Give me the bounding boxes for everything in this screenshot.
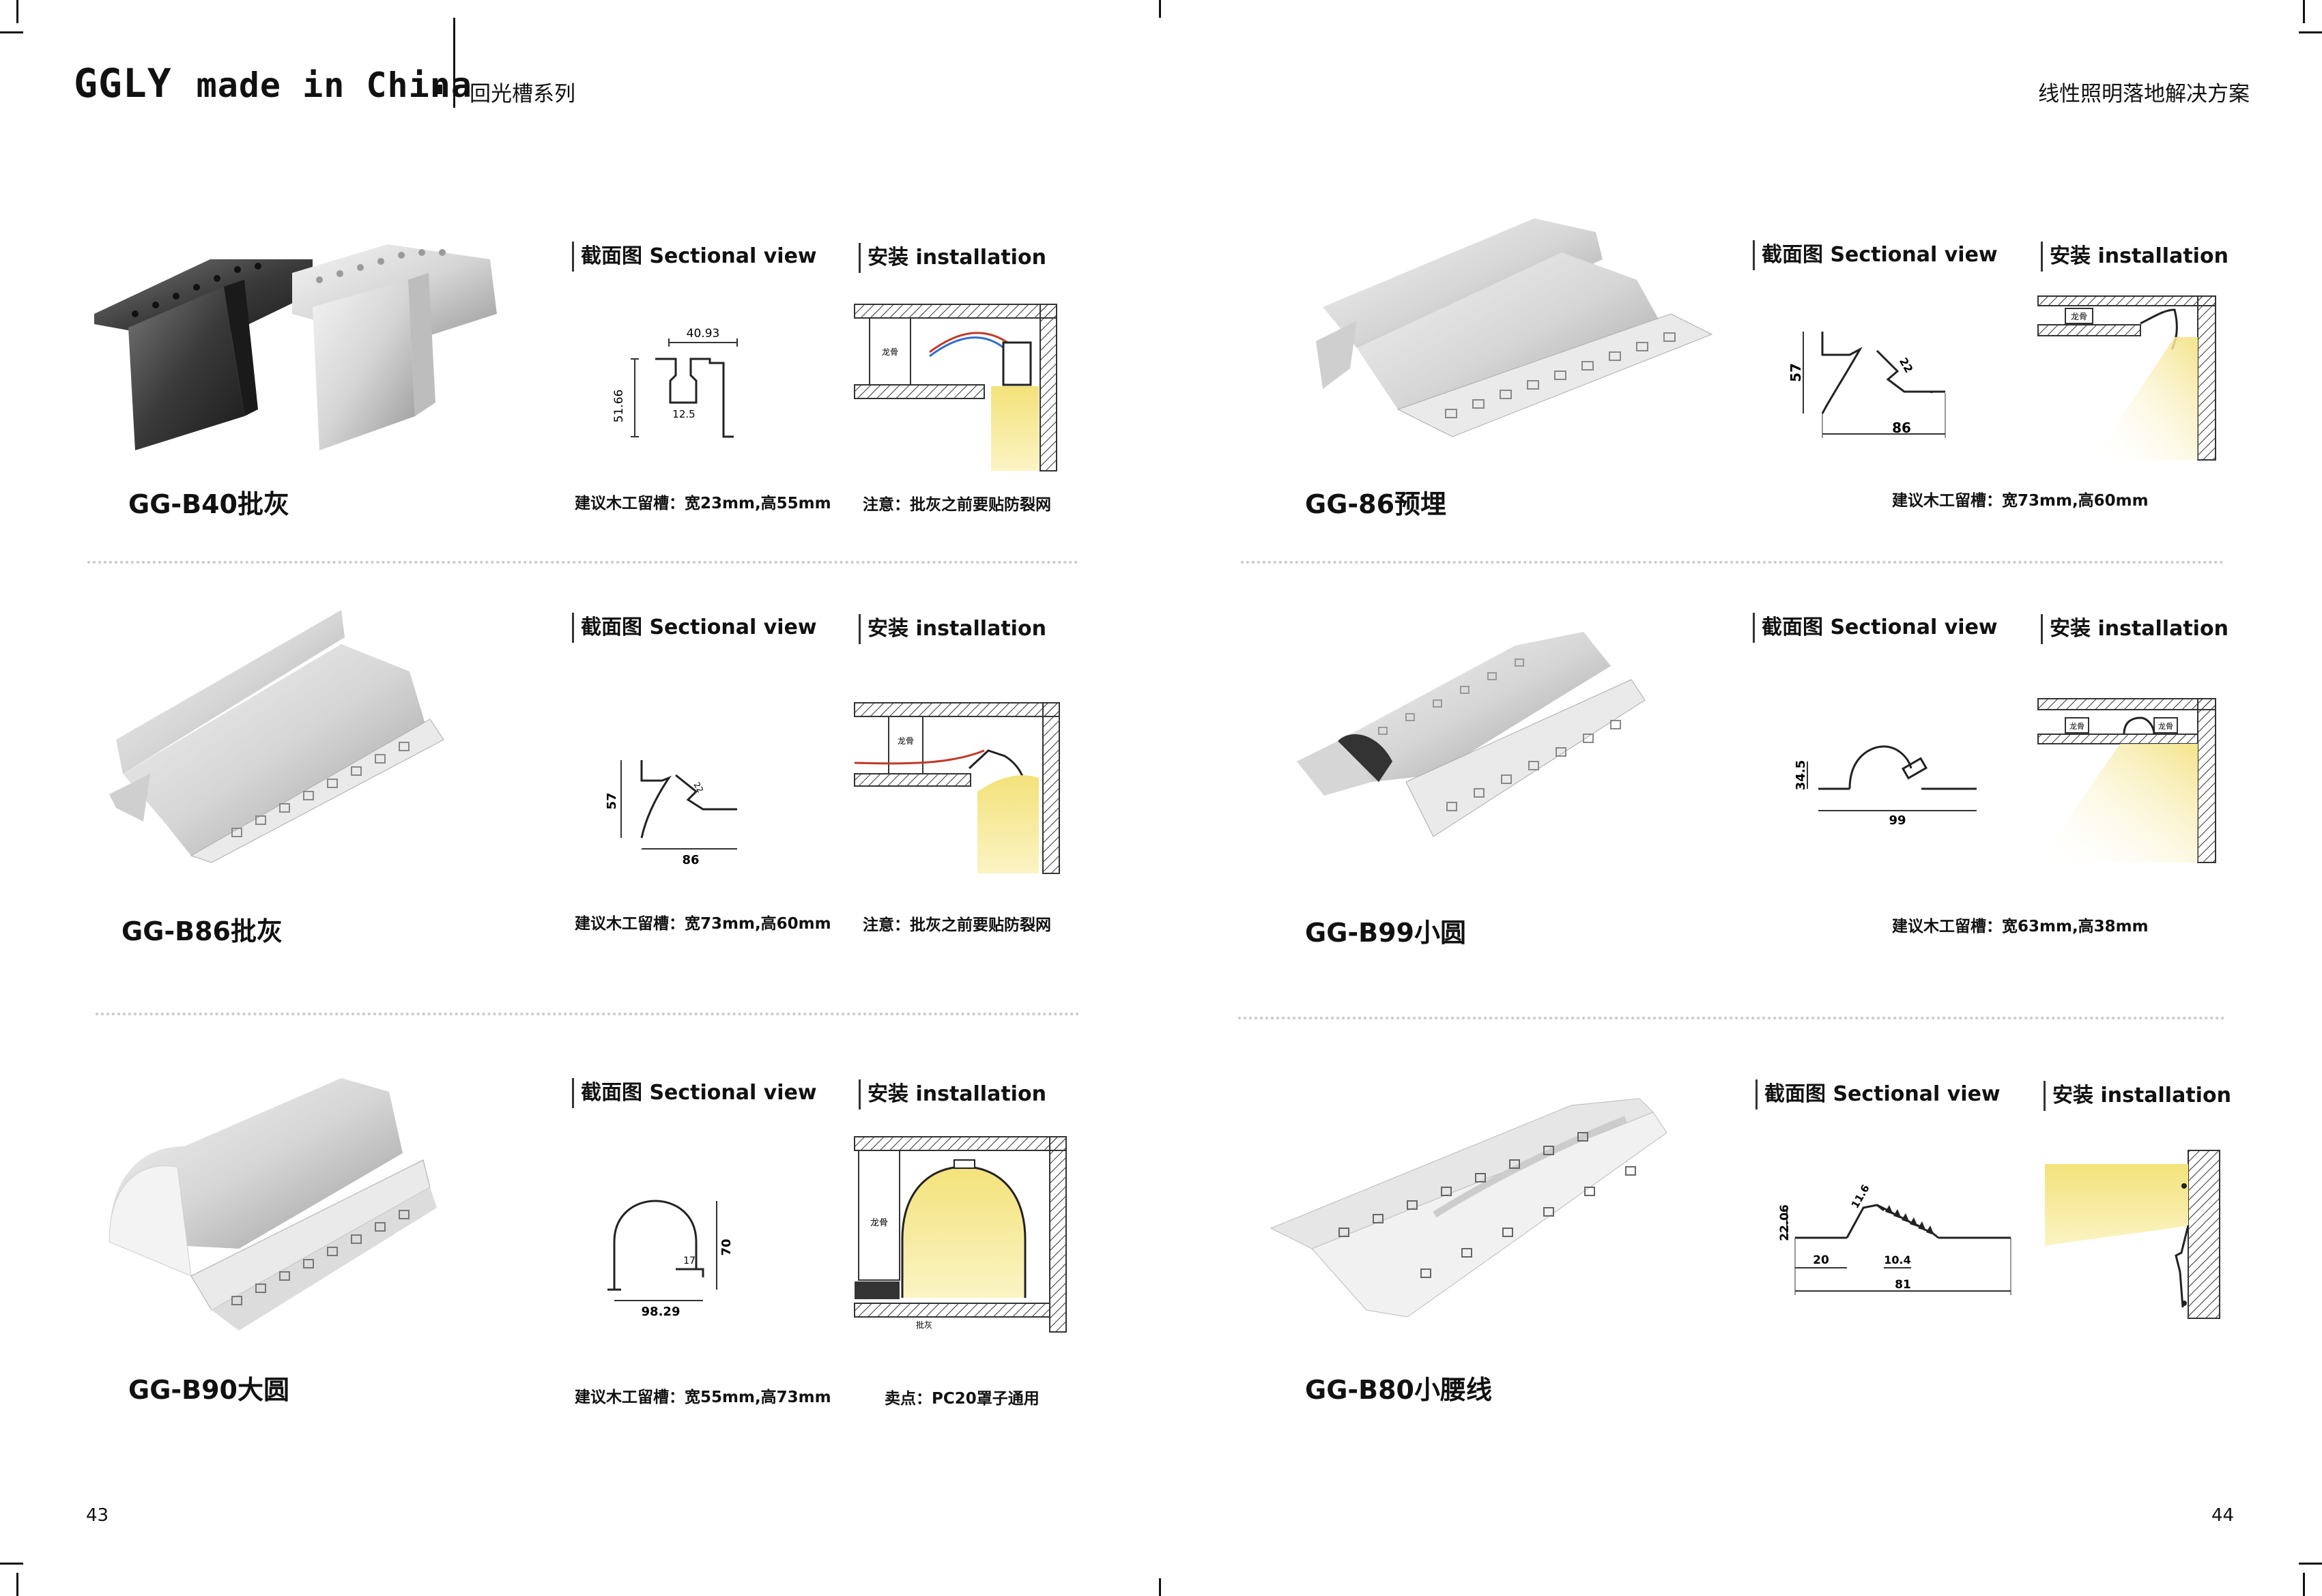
dim-height: 57 — [605, 792, 619, 809]
crop-mark — [1159, 0, 1161, 18]
divider — [87, 561, 1078, 564]
crop-mark — [2303, 1573, 2305, 1596]
installation-diagram-b86: 龙骨 — [854, 702, 1060, 874]
product-photo-b40 — [94, 244, 497, 450]
page-number-right: 44 — [2211, 1505, 2235, 1526]
series-title: 回光槽系列 — [470, 82, 575, 106]
dim-width: 86 — [1892, 420, 1911, 436]
divider — [1238, 1017, 2225, 1019]
sectional-view-heading: 截面图 Sectional view — [572, 242, 817, 272]
dim-width: 40.93 — [687, 327, 720, 340]
page-number-left: 43 — [86, 1505, 109, 1526]
brand: GGLY — [74, 60, 172, 106]
tag-plaster: 批灰 — [916, 1320, 932, 1330]
sectional-diagram-b99: 34.5 99 — [1794, 745, 1977, 828]
product-name: GG-B80小腰线 — [1305, 1375, 1492, 1405]
note-slot: 建议木工留槽：宽73mm,高60mm — [575, 915, 831, 933]
installation-diagram-b90: 龙骨 批灰 — [854, 1136, 1067, 1333]
installation-heading: 安装 installation — [2044, 1081, 2231, 1111]
installation-diagram-b40: 龙骨 — [854, 304, 1057, 471]
note-warning: 注意：批灰之前要贴防裂网 — [863, 916, 1051, 934]
crop-mark — [0, 31, 23, 33]
note-slot: 建议木工留槽：宽23mm,高55mm — [575, 495, 831, 512]
dim-height: 22.06 — [1778, 1204, 1792, 1241]
product-name: GG-B86批灰 — [121, 916, 283, 946]
dim-height: 70 — [719, 1238, 734, 1256]
dim-width: 81 — [1895, 1278, 1911, 1292]
installation-diagram-86: 龙骨 — [2037, 295, 2216, 461]
tag-joist: 龙骨 — [870, 1218, 888, 1228]
sectional-view-heading: 截面图 Sectional view — [1753, 240, 1998, 270]
dim-inner: 12.5 — [672, 408, 695, 420]
product-name: GG-B40批灰 — [128, 489, 289, 519]
installation-diagram-b80 — [2045, 1150, 2220, 1319]
note-warning: 注意：批灰之前要贴防裂网 — [863, 496, 1051, 514]
dim-inner: 10.4 — [1884, 1253, 1910, 1266]
divider — [96, 1013, 1080, 1015]
sectional-view-heading: 截面图 Sectional view — [572, 1078, 817, 1108]
dim-width: 99 — [1889, 813, 1906, 828]
installation-heading: 安装 installation — [859, 243, 1046, 273]
product-name: GG-B90大圆 — [128, 1375, 289, 1405]
crop-mark — [0, 1563, 23, 1565]
dim-height: 57 — [1788, 363, 1804, 382]
note-slot: 建议木工留槽：宽63mm,高38mm — [1892, 918, 2149, 935]
right-page-title: 线性照明落地解决方案 — [2038, 82, 2250, 106]
crop-mark — [16, 0, 18, 23]
sectional-diagram-b40: 40.93 51.66 12.5 — [612, 327, 738, 438]
installation-heading: 安装 installation — [2041, 242, 2228, 272]
tag-joist: 龙骨 — [882, 347, 898, 357]
brand-wordmark: GGLY made in China — [74, 60, 472, 106]
product-photo-b80 — [1270, 1098, 1667, 1318]
dim-height: 34.5 — [1794, 760, 1808, 790]
dim-slot: 22 — [692, 781, 706, 794]
installation-heading: 安装 installation — [859, 614, 1046, 644]
note-selling-point: 卖点：PC20罩子通用 — [885, 1390, 1040, 1408]
crop-mark — [2303, 0, 2305, 23]
tag-joist: 龙骨 — [2158, 722, 2173, 731]
product-name: GG-86预埋 — [1305, 489, 1447, 519]
product-photo-b99 — [1297, 632, 1646, 837]
product-photo-b90 — [109, 1078, 437, 1331]
sectional-diagram-b86: 57 22 86 — [605, 760, 737, 867]
sectional-view-heading: 截面图 Sectional view — [1753, 613, 1998, 643]
installation-diagram-b99: 龙骨 龙骨 — [2037, 698, 2216, 863]
dim-inner: 17 — [683, 1256, 696, 1266]
product-photo-b86 — [109, 610, 444, 863]
sectional-diagram-86: 57 22 86 — [1788, 332, 1946, 438]
dim-width: 86 — [682, 853, 699, 867]
crop-mark — [2299, 1563, 2322, 1565]
product-name: GG-B99小圆 — [1305, 918, 1466, 948]
dim-slot: 22 — [1897, 356, 1916, 375]
dim-left: 20 — [1813, 1253, 1829, 1267]
tag-joist: 龙骨 — [898, 736, 914, 746]
installation-heading: 安装 installation — [859, 1079, 1046, 1109]
dim-height: 51.66 — [612, 390, 626, 423]
crop-mark — [1159, 1578, 1161, 1596]
sectional-view-heading: 截面图 Sectional view — [572, 613, 817, 643]
crop-mark — [2299, 31, 2322, 33]
sectional-diagram-b90: 70 17 98.29 — [607, 1200, 734, 1319]
sectional-view-heading: 截面图 Sectional view — [1755, 1079, 2001, 1109]
tag-joist: 龙骨 — [2071, 312, 2087, 321]
installation-heading: 安装 installation — [2041, 614, 2228, 644]
brand-tagline: made in China — [196, 66, 472, 105]
divider — [1241, 561, 2224, 564]
sectional-diagram-b80: 22.06 11.6 20 10.4 81 — [1778, 1183, 2011, 1295]
brand-period — [433, 85, 442, 94]
crop-mark — [16, 1573, 18, 1596]
header-rule — [453, 18, 455, 108]
tag-joist: 龙骨 — [2069, 722, 2084, 731]
product-photo-86 — [1316, 218, 1713, 437]
note-slot: 建议木工留槽：宽55mm,高73mm — [575, 1389, 831, 1406]
dim-width: 98.29 — [642, 1305, 680, 1319]
note-slot: 建议木工留槽：宽73mm,高60mm — [1892, 492, 2149, 510]
